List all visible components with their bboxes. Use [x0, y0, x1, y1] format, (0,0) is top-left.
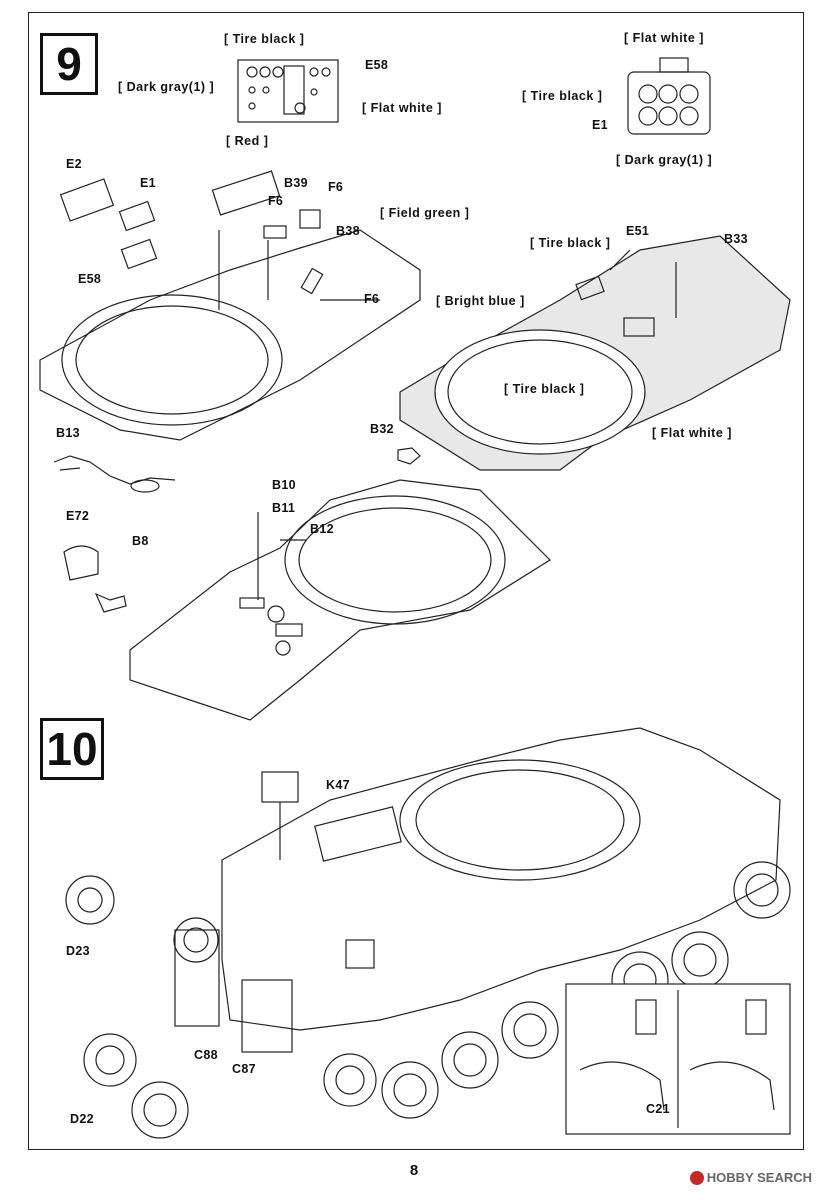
part-e1-left: E1: [140, 176, 156, 190]
color-field-green: [ Field green ]: [380, 206, 470, 220]
part-b39: B39: [284, 176, 308, 190]
part-c21: C21: [646, 1102, 670, 1116]
color-dark-gray-left: [ Dark gray(1) ]: [118, 80, 215, 94]
page-number: 8: [409, 1162, 419, 1179]
part-f6-b: F6: [268, 194, 284, 208]
hull-deck-lower-drawing: [129, 479, 551, 721]
color-flat-white-mid: [ Flat white ]: [362, 101, 442, 115]
watermark: HOBBY SEARCH: [689, 1170, 812, 1185]
watermark-text: HOBBY SEARCH: [706, 1170, 812, 1185]
color-tire-black-top: [ Tire black ]: [224, 32, 305, 46]
hobby-search-logo-icon: [689, 1170, 704, 1185]
hull-assembly-drawing: [65, 727, 791, 1139]
step-number-9-text: 9: [56, 38, 82, 90]
part-b8: B8: [132, 534, 149, 548]
part-e1-right: E1: [592, 118, 608, 132]
part-e58-left: E58: [78, 272, 102, 286]
hull-deck-right-drawing: [399, 235, 791, 471]
step-number-9: 9: [40, 33, 98, 95]
color-red: [ Red ]: [226, 134, 269, 148]
part-e2: E2: [66, 157, 82, 171]
part-e51: E51: [626, 224, 650, 238]
part-b10: B10: [272, 478, 296, 492]
part-b32: B32: [370, 422, 394, 436]
part-e58-top: E58: [365, 58, 389, 72]
instruction-sheet: [28, 12, 804, 1150]
part-b33: B33: [724, 232, 748, 246]
part-c87: C87: [232, 1062, 256, 1076]
part-d23: D23: [66, 944, 90, 958]
sprue-e-drawing: [237, 59, 339, 123]
part-c88: C88: [194, 1048, 218, 1062]
color-flat-white-right: [ Flat white ]: [624, 31, 704, 45]
color-dark-gray-right: [ Dark gray(1) ]: [616, 153, 713, 167]
part-d22: D22: [70, 1112, 94, 1126]
color-flat-white-hull: [ Flat white ]: [652, 426, 732, 440]
part-e72: E72: [66, 509, 90, 523]
part-k47: K47: [326, 778, 350, 792]
step-number-10-text: 10: [46, 723, 98, 775]
part-b11: B11: [272, 501, 296, 515]
color-tire-black-hull: [ Tire black ]: [530, 236, 611, 250]
small-parts-drawing: [53, 447, 421, 613]
part-b12: B12: [310, 522, 334, 536]
part-f6-c: F6: [364, 292, 380, 306]
hull-deck-left-drawing: [39, 170, 421, 441]
color-tire-black-right: [ Tire black ]: [522, 89, 603, 103]
color-tire-black-hull2: [ Tire black ]: [504, 382, 585, 396]
part-b38: B38: [336, 224, 360, 238]
periscope-e1-drawing: [627, 57, 711, 135]
part-b13: B13: [56, 426, 80, 440]
step-number-10: 10: [40, 718, 104, 780]
part-f6-a: F6: [328, 180, 344, 194]
color-bright-blue: [ Bright blue ]: [436, 294, 525, 308]
